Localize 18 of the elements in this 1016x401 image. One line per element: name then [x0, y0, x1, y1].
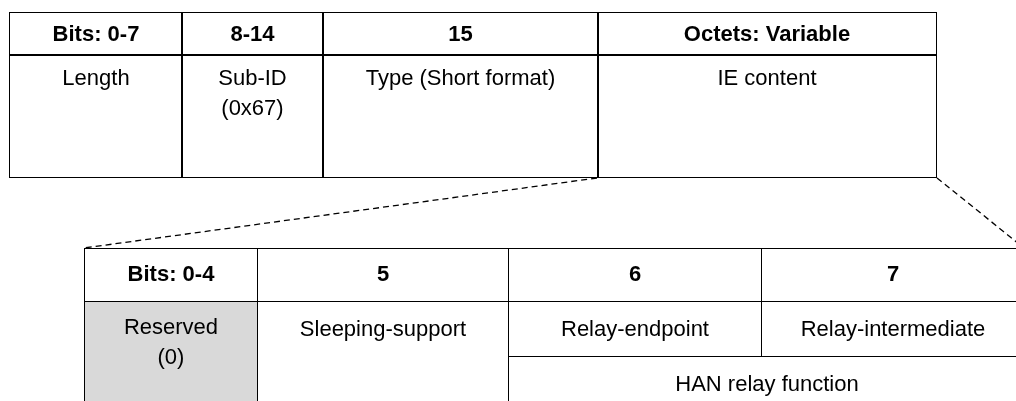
- table-cell: IE content: [597, 54, 937, 178]
- table-cell: Sleeping-support: [258, 302, 509, 401]
- table-cell: Length: [9, 54, 183, 178]
- reserved-cell: Reserved (0): [85, 302, 258, 401]
- header-cell: Octets: Variable: [597, 12, 937, 56]
- header-cell: 5: [258, 249, 509, 302]
- table-cell: Relay-endpoint: [509, 302, 762, 357]
- header-cell: 15: [322, 12, 599, 56]
- header-cell: 8-14: [181, 12, 324, 56]
- table-cell: Sub-ID (0x67): [181, 54, 324, 178]
- zoom-line: [83, 177, 598, 249]
- table-cell: HAN relay function: [509, 357, 1016, 401]
- header-cell: 6: [509, 249, 762, 302]
- header-cell: Bits: 0-7: [9, 12, 183, 56]
- bit-table: [84, 248, 1016, 401]
- header-cell: 7: [762, 249, 1016, 302]
- table-cell: Relay-intermediate: [762, 302, 1016, 357]
- table-cell: Type (Short format): [322, 54, 599, 178]
